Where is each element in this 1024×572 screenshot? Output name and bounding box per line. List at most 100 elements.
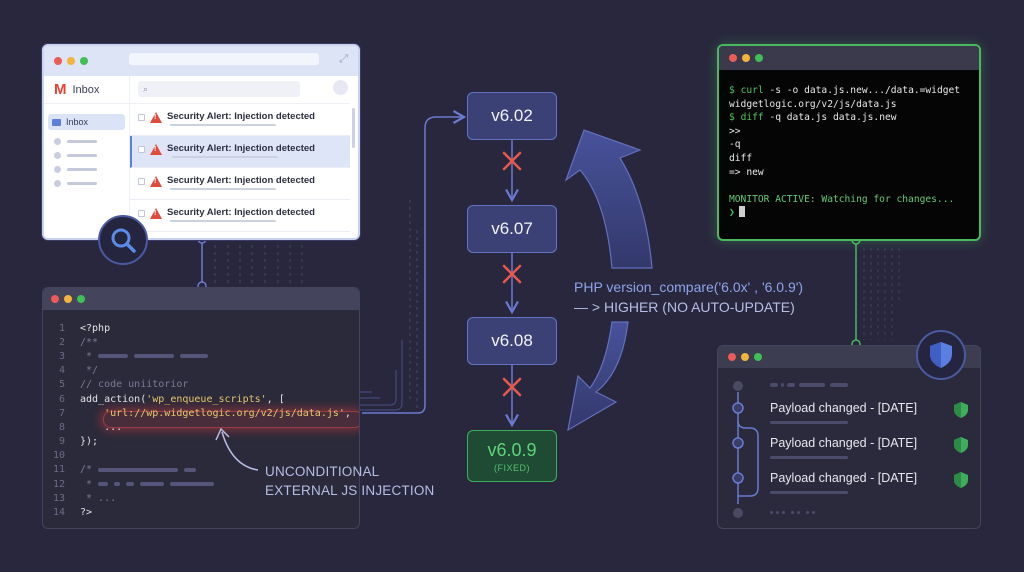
redacted-placeholder <box>134 354 175 359</box>
version-box: v6.07 <box>467 205 557 253</box>
version-label: v6.0.9 <box>487 439 537 460</box>
message-subject: Security Alert: Injection detected <box>167 175 315 186</box>
code-text: /** <box>80 336 99 348</box>
sidebar-item-starred[interactable] <box>44 134 129 148</box>
terminal-output[interactable]: $ curl -s -o data.js.new.../data.=widget… <box>719 70 979 220</box>
log-entry: Payload changed - [DATE] <box>770 401 918 415</box>
prompt-symbol: ❯ <box>729 207 735 219</box>
search-input[interactable]: ⌕ <box>138 81 300 97</box>
code-text: * ... <box>80 492 117 504</box>
code-text: * <box>80 350 93 362</box>
sidebar-item-label: Inbox <box>66 117 89 127</box>
message-row-selected[interactable]: Security Alert: Injection detected <box>130 136 350 168</box>
annotation-line: EXTERNAL JS INJECTION <box>265 483 435 498</box>
sidebar-item-more[interactable] <box>44 176 129 190</box>
close-button[interactable] <box>729 54 737 62</box>
annotation-line: UNCONDITIONAL <box>265 464 380 479</box>
email-main: ⌕ Security Alert: Injection detected Sec… <box>130 76 358 238</box>
code-line: 2 /** <box>43 335 359 349</box>
warning-icon <box>150 208 162 219</box>
window-controls <box>54 57 88 65</box>
message-preview <box>170 124 276 126</box>
placeholder-bar <box>67 139 97 143</box>
injection-annotation: UNCONDITIONAL EXTERNAL JS INJECTION <box>265 462 434 500</box>
command-name: diff <box>740 112 764 124</box>
terminal-text: -q <box>729 139 741 151</box>
terminal-window: $ curl -s -o data.js.new.../data.=widget… <box>717 44 981 241</box>
message-checkbox[interactable] <box>138 114 145 121</box>
message-checkbox[interactable] <box>138 146 145 153</box>
terminal-text: widgetlogic.org/v2/js/data.js <box>729 98 897 110</box>
code-line: 1<?php <box>43 321 359 335</box>
expand-icon[interactable]: ⤢ <box>339 53 348 65</box>
circuit-lines <box>360 340 403 411</box>
version-compare-note: PHP version_compare('6.0x' , '6.0.9') — … <box>574 277 803 317</box>
maximize-button[interactable] <box>80 57 88 65</box>
minimize-button[interactable] <box>64 295 72 303</box>
version-box: v6.08 <box>467 317 557 365</box>
maximize-button[interactable] <box>754 353 762 361</box>
code-text: }); <box>80 436 99 448</box>
sent-icon <box>54 165 61 173</box>
terminal-text: => new <box>729 166 764 178</box>
terminal-line: diff <box>729 152 969 166</box>
email-sidebar: M Inbox Inbox <box>44 76 130 238</box>
message-checkbox[interactable] <box>138 178 145 185</box>
code-text: , <box>344 407 351 419</box>
window-controls <box>728 353 762 361</box>
security-shield-badge <box>916 330 966 380</box>
redacted-placeholder <box>98 482 109 487</box>
email-brand: M Inbox <box>44 76 129 104</box>
redacted-placeholder <box>126 482 135 487</box>
close-button[interactable] <box>54 57 62 65</box>
terminal-input-line[interactable]: ❯ <box>729 206 969 220</box>
compare-expression: PHP version_compare('6.0x' , '6.0.9') <box>574 279 804 295</box>
message-checkbox[interactable] <box>138 210 145 217</box>
placeholder-bar <box>67 181 97 185</box>
code-text: ... <box>80 421 123 433</box>
terminal-line: => new <box>729 166 969 180</box>
compare-result: — > HIGHER (NO AUTO-UPDATE) <box>574 299 795 315</box>
gmail-icon: M <box>54 81 67 98</box>
sidebar-item-inbox[interactable]: Inbox <box>48 114 125 130</box>
warning-icon <box>150 176 162 187</box>
email-titlebar: ⤢ <box>44 46 358 76</box>
sidebar-item-sent[interactable] <box>44 162 129 176</box>
message-row[interactable]: Security Alert: Injection detected <box>130 168 350 200</box>
terminal-line: widgetlogic.org/v2/js/data.js <box>729 98 969 112</box>
minimize-button[interactable] <box>742 54 750 62</box>
line-number: 2 <box>58 336 65 348</box>
code-string: 'wp_enqueue_scripts' <box>146 393 267 405</box>
version-label: v6.08 <box>491 331 533 350</box>
shield-check-icon <box>954 402 968 418</box>
minimize-button[interactable] <box>741 353 749 361</box>
log-entry-detail <box>770 456 848 459</box>
injection-highlight <box>103 411 359 428</box>
message-preview <box>170 220 276 222</box>
minimize-button[interactable] <box>67 57 75 65</box>
version-label: v6.07 <box>491 219 533 238</box>
placeholder-bar <box>67 167 97 171</box>
message-preview <box>170 188 276 190</box>
window-controls <box>729 54 763 62</box>
avatar[interactable] <box>333 80 348 95</box>
message-row[interactable]: Security Alert: Injection detected <box>130 104 350 136</box>
message-row[interactable]: Security Alert: Injection detected <box>130 200 350 232</box>
log-entry: Payload changed - [DATE] <box>770 471 918 485</box>
scrollbar[interactable] <box>352 108 355 148</box>
maximize-button[interactable] <box>755 54 763 62</box>
code-text: add_action( <box>80 393 147 405</box>
redacted-placeholder <box>184 467 197 472</box>
redacted-placeholder <box>114 482 121 487</box>
email-window: ⤢ M Inbox Inbox ⌕ Security Alert: Inject… <box>42 44 360 240</box>
address-bar[interactable] <box>129 53 319 65</box>
terminal-line: -q <box>729 138 969 152</box>
code-text: * <box>80 478 93 490</box>
redacted-placeholder <box>98 354 129 359</box>
terminal-line: $ diff -q data.js data.js.new <box>729 111 969 125</box>
prompt-symbol: $ <box>729 112 741 124</box>
maximize-button[interactable] <box>77 295 85 303</box>
sidebar-item-snoozed[interactable] <box>44 148 129 162</box>
close-button[interactable] <box>728 353 736 361</box>
close-button[interactable] <box>51 295 59 303</box>
